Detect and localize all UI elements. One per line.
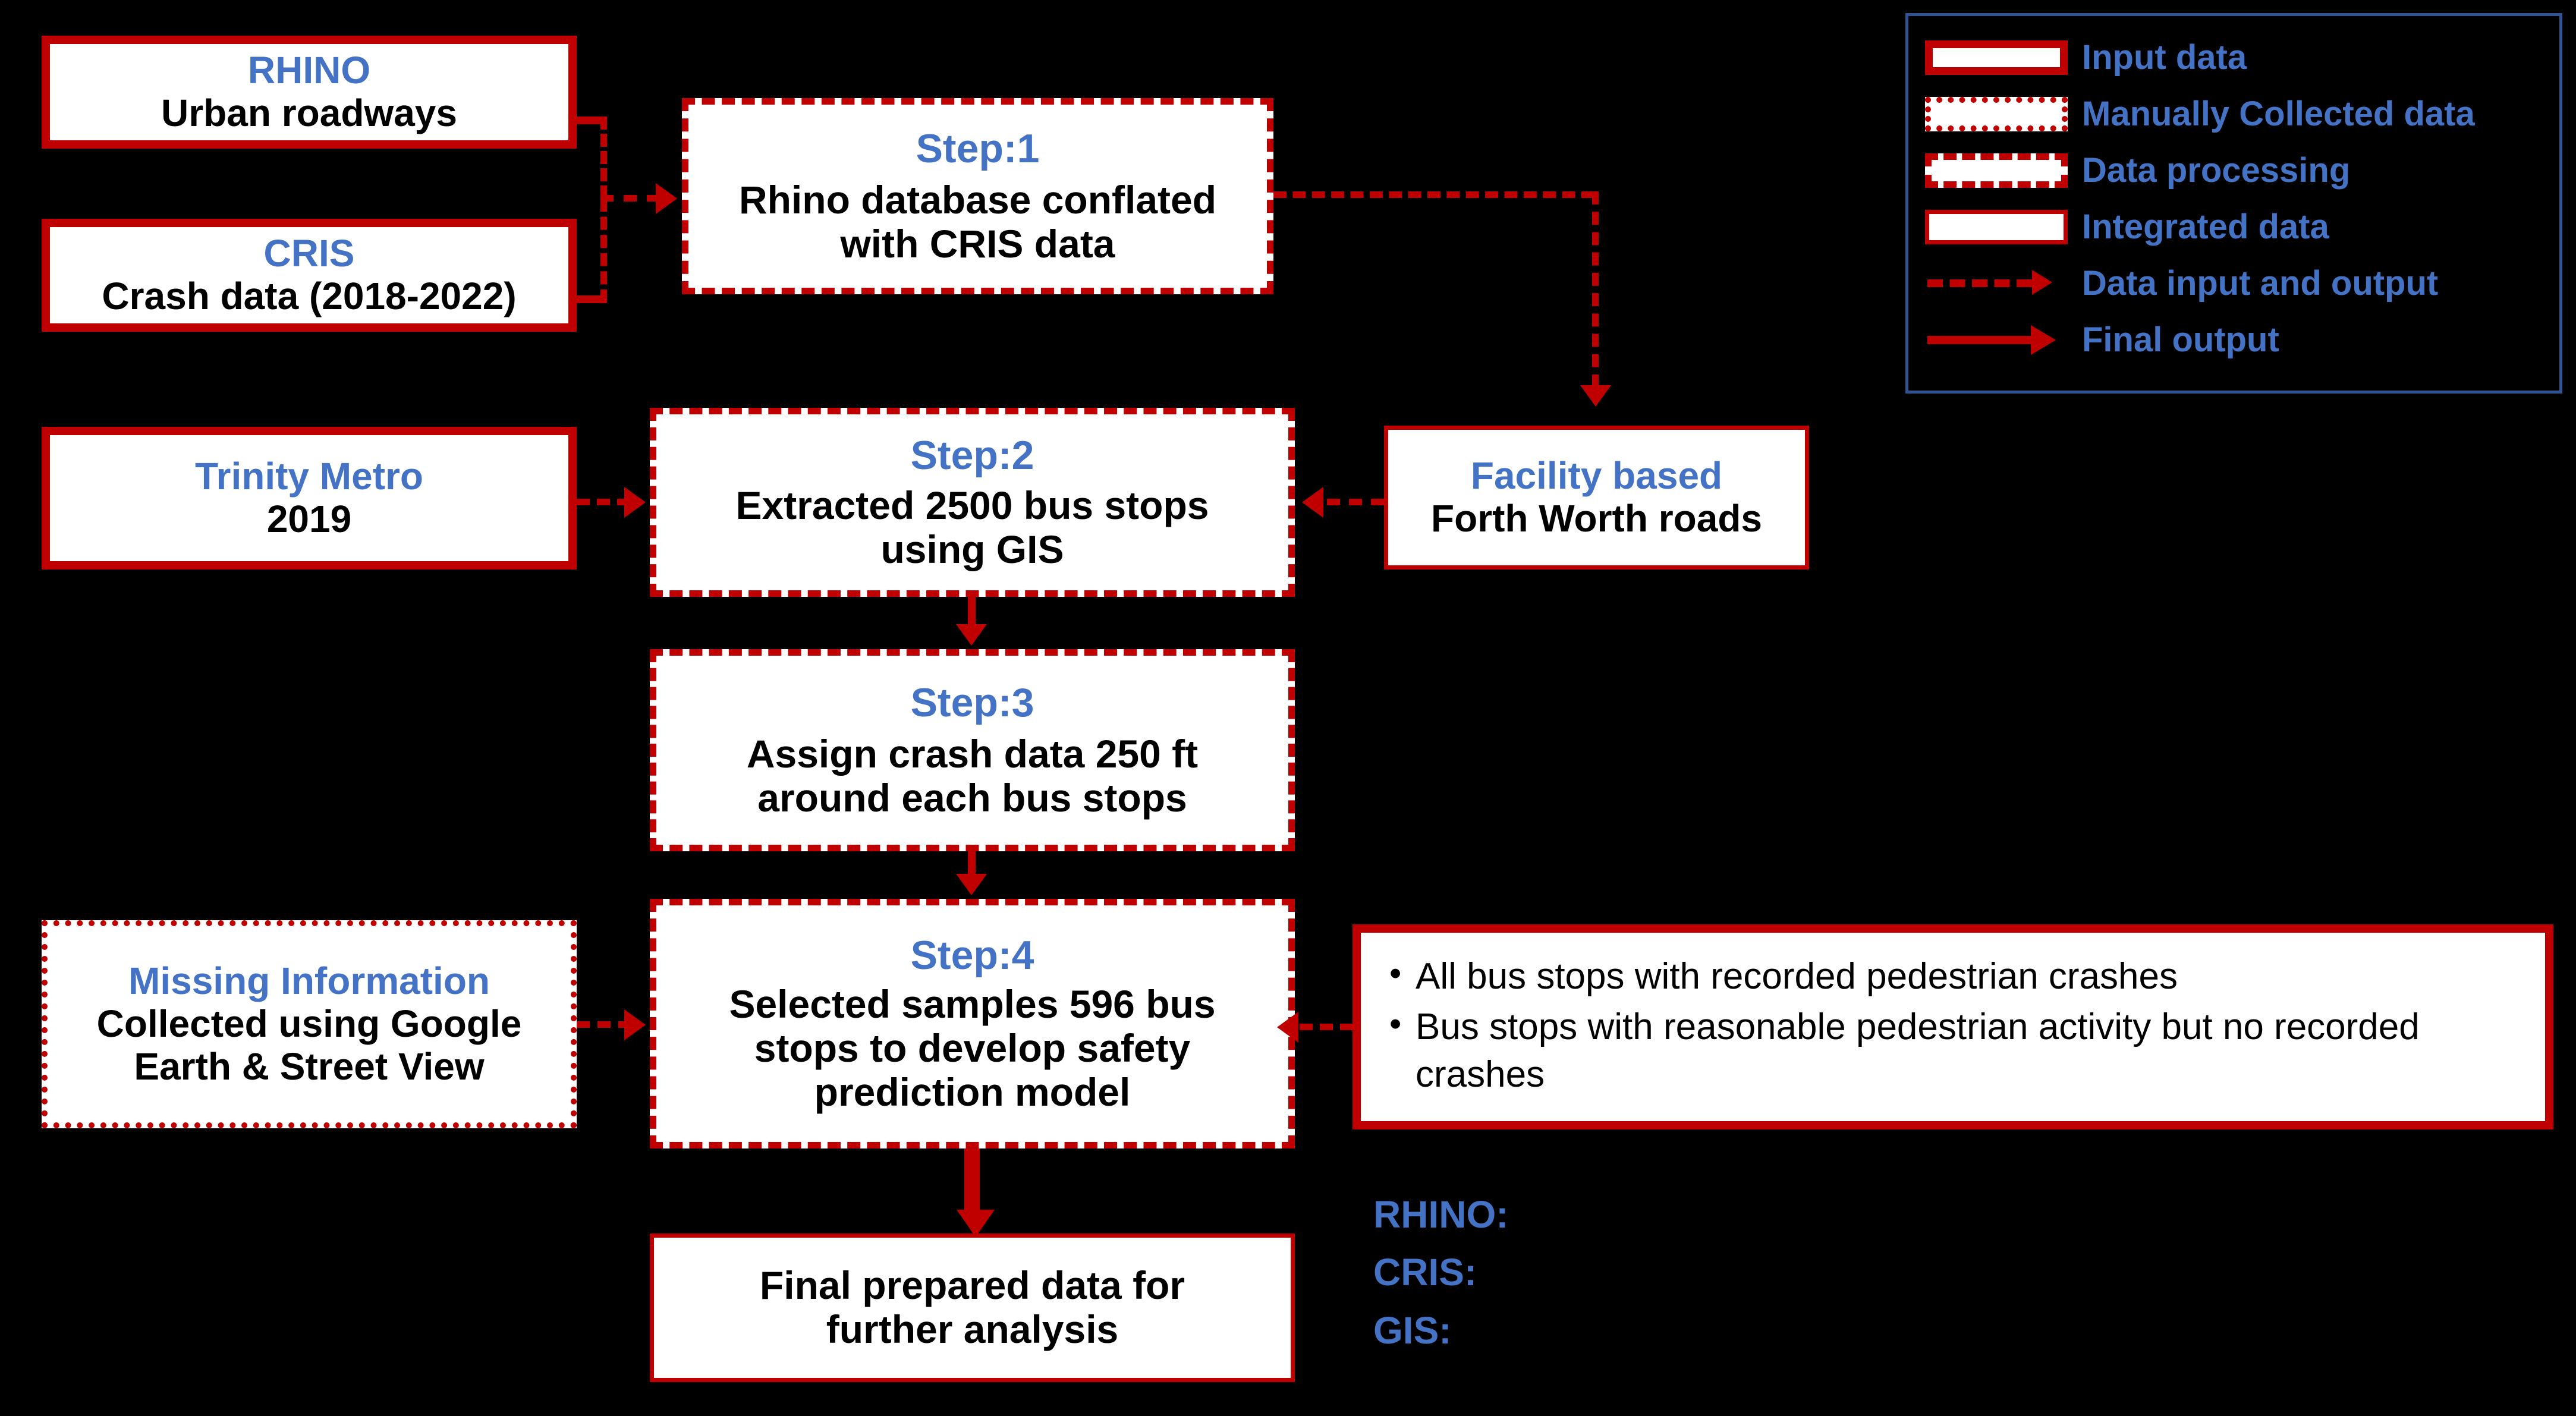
manually-collected-data-swatch-icon (1925, 96, 2068, 131)
node-step4-body-line2: stops to develop safety (754, 1026, 1191, 1071)
node-cris-body: Crash data (2018-2022) (102, 275, 517, 317)
arrowhead-step2-to-step3 (956, 624, 987, 646)
node-missing-body-line2: Earth & Street View (134, 1044, 485, 1088)
list-item: All bus stops with recorded pedestrian c… (1389, 952, 2521, 1000)
abbreviation-rhino: RHINO: (1373, 1193, 1509, 1236)
node-step1-body-line2: with CRIS data (840, 222, 1115, 266)
node-step3-body-line1: Assign crash data 250 ft (746, 732, 1199, 776)
node-trinity-title: Trinity Metro (194, 455, 424, 498)
legend-label: Manually Collected data (2082, 95, 2475, 133)
connector-step1-to-facility-h (1273, 191, 1594, 198)
node-rhino-body: Urban roadways (161, 92, 457, 134)
connector-step1-to-facility-v (1592, 191, 1599, 388)
legend-label: Data processing (2082, 151, 2351, 190)
node-step-2: Step:2 Extracted 2500 bus stops using GI… (650, 408, 1295, 597)
node-step2-body-line1: Extracted 2500 bus stops (735, 483, 1209, 528)
solid-arrow-icon (1925, 323, 2068, 357)
node-rhino: RHINO Urban roadways (42, 36, 577, 149)
legend-row-final-output: Final output (1925, 311, 2559, 368)
legend-row-input-data: Input data (1925, 29, 2559, 86)
node-step4-body-line1: Selected samples 596 bus (729, 982, 1216, 1027)
node-step2-body-line2: using GIS (880, 527, 1064, 572)
node-facility-title: Facility based (1470, 454, 1723, 498)
arrowhead-facility-to-step2 (1302, 487, 1323, 518)
abbreviation-gis: GIS: (1373, 1308, 1452, 1352)
node-step1-title: Step:1 (916, 126, 1040, 172)
input-data-swatch-icon (1925, 40, 2068, 75)
node-final-body-line1: Final prepared data for (759, 1263, 1185, 1308)
arrowhead-to-step1 (656, 183, 677, 214)
node-step1-body-line1: Rhino database conflated (738, 178, 1217, 222)
arrowhead-missing-to-step4 (624, 1009, 646, 1040)
arrowhead-trinity-to-step2 (624, 487, 646, 518)
node-cris-title: CRIS (263, 232, 355, 275)
connector-rhino-vertical (600, 117, 607, 199)
connector-criteria-to-step4 (1300, 1024, 1353, 1030)
connector-inputs-to-step1 (600, 195, 660, 202)
node-facility-based: Facility based Forth Worth roads (1384, 426, 1809, 569)
connector-cris-stub (577, 295, 606, 303)
node-selection-criteria: All bus stops with recorded pedestrian c… (1353, 924, 2553, 1129)
node-step4-title: Step:4 (910, 933, 1034, 978)
legend-row-manually-collected-data: Manually Collected data (1925, 86, 2559, 142)
arrowhead-to-facility (1580, 385, 1611, 407)
node-step-3: Step:3 Assign crash data 250 ft around e… (650, 649, 1295, 851)
node-step3-body-line2: around each bus stops (757, 776, 1187, 820)
node-step4-body-line3: prediction model (814, 1070, 1131, 1115)
node-cris: CRIS Crash data (2018-2022) (42, 219, 577, 332)
node-trinity-body: 2019 (266, 498, 352, 540)
connector-cris-vertical (600, 199, 607, 303)
legend-label: Final output (2082, 320, 2279, 359)
connector-step4-to-final (964, 1148, 980, 1214)
node-step2-title: Step:2 (910, 433, 1034, 479)
integrated-data-swatch-icon (1925, 209, 2068, 244)
legend-row-data-input-and-output: Data input and output (1925, 255, 2559, 311)
legend-label: Data input and output (2082, 264, 2439, 303)
legend-label: Input data (2082, 38, 2247, 77)
node-missing-information: Missing Information Collected using Goog… (42, 920, 577, 1128)
legend-label: Integrated data (2082, 207, 2329, 246)
node-facility-body: Forth Worth roads (1431, 497, 1762, 540)
dashed-arrow-icon (1925, 266, 2068, 301)
node-step3-title: Step:3 (910, 680, 1034, 726)
legend-row-integrated-data: Integrated data (1925, 199, 2559, 255)
arrowhead-step3-to-step4 (956, 874, 987, 895)
node-final-prepared-data: Final prepared data for further analysis (650, 1234, 1295, 1382)
node-missing-body-line1: Collected using Google (96, 1002, 522, 1046)
node-step-4: Step:4 Selected samples 596 bus stops to… (650, 899, 1295, 1148)
node-rhino-title: RHINO (247, 49, 371, 92)
data-processing-swatch-icon (1925, 153, 2068, 188)
selection-criteria-list: All bus stops with recorded pedestrian c… (1379, 952, 2521, 1098)
legend: Input data Manually Collected data Data … (1905, 13, 2562, 394)
connector-step2-to-step3 (968, 597, 976, 628)
legend-row-data-processing: Data processing (1925, 142, 2559, 199)
connector-missing-to-step4 (577, 1021, 631, 1028)
arrowhead-criteria-to-step4 (1277, 1012, 1298, 1043)
list-item: Bus stops with reasonable pedestrian act… (1389, 1002, 2521, 1098)
abbreviation-cris: CRIS: (1373, 1251, 1477, 1294)
node-step-1: Step:1 Rhino database conflated with CRI… (682, 98, 1273, 294)
connector-rhino-stub (577, 117, 606, 124)
connector-trinity-to-step2 (577, 499, 630, 505)
node-final-body-line2: further analysis (826, 1307, 1119, 1351)
node-trinity-metro: Trinity Metro 2019 (42, 427, 577, 569)
arrowhead-step4-to-final (957, 1210, 995, 1237)
connector-facility-to-step2 (1327, 499, 1384, 505)
abbreviation-list: RHINO: CRIS: GIS: (1373, 1186, 1509, 1360)
connector-step3-to-step4 (968, 851, 976, 877)
node-missing-title: Missing Information (128, 959, 490, 1003)
